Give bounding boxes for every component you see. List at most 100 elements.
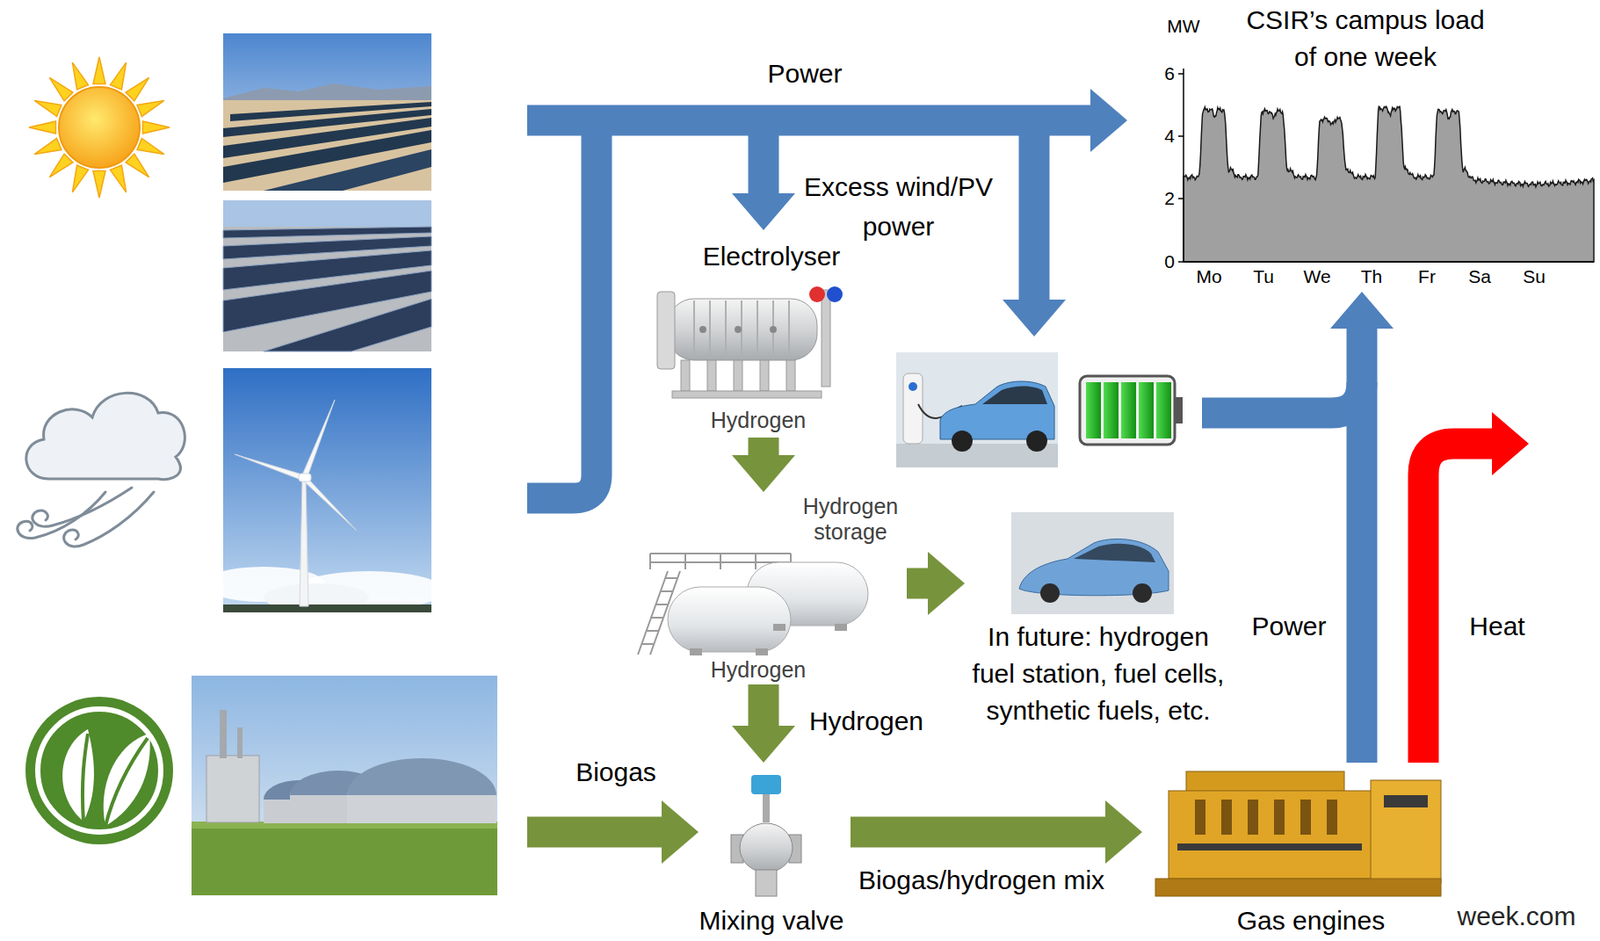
electrolyser-picture [699, 325, 707, 334]
gas-engine-picture [1383, 795, 1428, 808]
gas-engine-picture [1221, 799, 1232, 835]
bio-leaf-icon [37, 709, 161, 833]
electrolyser-picture [672, 360, 822, 399]
electrolyser-picture [756, 300, 759, 359]
mixing-valve-picture [762, 794, 770, 823]
wind-turbine-photo [234, 454, 305, 481]
electrolyser-picture [760, 360, 769, 391]
future-use-box: In future: hydrogen fuel station, fuel c… [964, 507, 1232, 733]
sun-ray [34, 138, 62, 155]
load-area [1183, 106, 1594, 262]
sun-ray [49, 77, 73, 102]
biogas-plant-photo [206, 755, 260, 823]
day-label: Su [1522, 265, 1546, 289]
wind-cloud-icon [17, 392, 186, 547]
gas-engine-picture [1155, 771, 1441, 897]
axis-unit: MW [1166, 14, 1200, 38]
text-slot: Gas engines [1223, 905, 1399, 936]
hydrogen-tank-picture [689, 648, 703, 656]
electrolyser-picture [826, 286, 843, 303]
electric-car-picture [896, 352, 1058, 468]
electrolyser-picture [657, 286, 843, 399]
electrolyser-picture [821, 289, 831, 387]
rooftop-solar-photo [223, 226, 432, 352]
electrolyser-picture [709, 300, 711, 359]
battery-icon [1079, 376, 1175, 445]
load-chart [1178, 135, 1184, 138]
sun-icon [28, 57, 170, 198]
label-slot: We [1299, 265, 1335, 289]
flow-arrow [748, 684, 780, 728]
bio-leaf-icon [25, 696, 174, 845]
hydrogen-tank-picture [773, 623, 786, 631]
flow-arrow [850, 817, 1108, 848]
sun-ray [28, 121, 57, 134]
text-slot: Electrolyser [696, 240, 847, 273]
biogas-plant-photo [237, 727, 243, 759]
rooftop-solar-photo [223, 226, 432, 239]
mixing-valve-unit: Mixing valve [692, 762, 851, 939]
node-text: Hydrogen storage [797, 493, 904, 545]
label-slot: Heat [1457, 610, 1537, 643]
solar-farm-photo [263, 149, 432, 191]
electrolyser-picture [734, 325, 742, 334]
fuel-cell-car-picture [1073, 543, 1156, 563]
solar-farm-photo [223, 100, 432, 191]
day-label: Tu [1252, 265, 1275, 289]
hydrogen-tank-picture [637, 553, 869, 656]
sun-ray [93, 57, 106, 85]
wind-cloud-icon [26, 392, 186, 479]
solar-farm-photo [223, 33, 432, 191]
load-chart [1178, 72, 1184, 75]
sun-ray [137, 138, 165, 155]
electrolyser-picture [657, 291, 675, 370]
biogas-flow-arrow [527, 817, 664, 848]
power-flow-arrow [1201, 382, 1362, 413]
wind-turbine-photo [302, 476, 357, 531]
load-chart [1178, 68, 1594, 262]
electrolyser-picture [788, 300, 790, 359]
solar-farm-photo [223, 33, 432, 191]
gas-engine-picture [1194, 799, 1206, 835]
electrolyser-unit: ElectrolyserHydrogen [643, 237, 848, 438]
flow-label: Power [1251, 610, 1326, 643]
power-flow-arrow [748, 131, 780, 196]
edge-label-slot: Hydrogen [804, 705, 928, 738]
electrolyser-picture [680, 360, 690, 391]
load-chart [1178, 73, 1184, 262]
biogas-plant-photo [347, 758, 497, 796]
electrolyser-picture [707, 360, 717, 391]
axis-tick-label: 4 [1164, 124, 1175, 148]
label-slot: 6 [1148, 62, 1175, 86]
label-slot: 4 [1148, 124, 1175, 148]
hydrogen-tank-picture [755, 648, 768, 656]
power-flow-arrow [527, 120, 1362, 499]
edge-label-slot: Biogas/hydrogen mix [845, 865, 1118, 896]
text-slot: In future: hydrogen fuel station, fuel c… [966, 618, 1231, 730]
flow-label: Hydrogen [809, 705, 924, 738]
sun-ray [125, 153, 150, 178]
load-chart [1178, 197, 1184, 200]
electric-car-picture [982, 386, 1048, 406]
battery-icon [1085, 382, 1101, 439]
battery-icon [1174, 397, 1183, 424]
label-slot: Sa [1462, 265, 1498, 289]
gas-engine-picture [1155, 878, 1441, 897]
biogas-flow-arrow [527, 817, 664, 848]
wind-cloud-icon [17, 492, 106, 539]
bio-leaf-icon [82, 733, 88, 822]
electrolyser-picture [733, 360, 743, 391]
mixing-valve-picture [751, 774, 782, 795]
biogas-plant-photo [191, 675, 498, 896]
node-text: In future: hydrogen fuel station, fuel c… [966, 618, 1231, 730]
electrolyser-picture [672, 390, 822, 399]
node-text: CSIR’s campus load of one week [1237, 1, 1494, 76]
bio-leaf-icon [103, 733, 151, 826]
battery-icon [1138, 382, 1154, 439]
flow-arrow [906, 568, 930, 600]
hydrogen-tank-picture [667, 586, 791, 652]
